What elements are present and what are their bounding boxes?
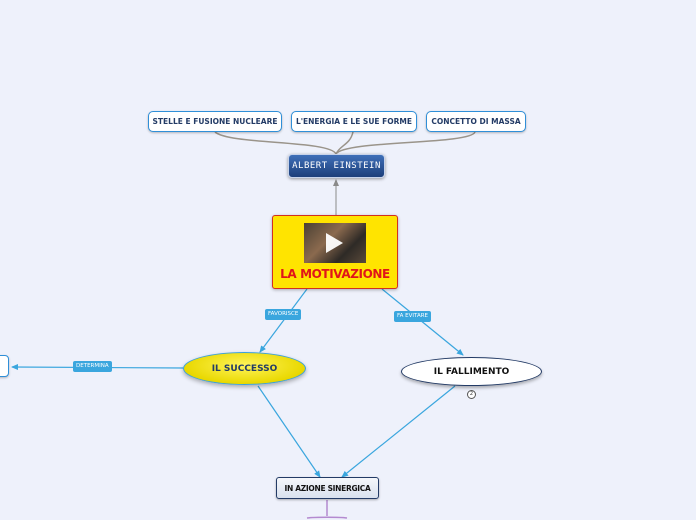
einstein-label: ALBERT EINSTEIN	[292, 161, 381, 171]
link-label-fa-evitare: FA EVITARE	[394, 311, 431, 322]
sinergica-node[interactable]: IN AZIONE SINERGICA	[276, 477, 379, 499]
success-node[interactable]: IL SUCCESSO	[183, 352, 306, 385]
connector-topic-massa	[336, 132, 475, 154]
failure-label: IL FALLIMENTO	[434, 367, 510, 377]
topic-energia-forme[interactable]: L'ENERGIA E LE SUE FORME	[291, 111, 417, 132]
video-thumbnail[interactable]	[304, 223, 366, 263]
play-icon	[326, 233, 343, 253]
connector-central-failure	[382, 289, 463, 355]
topic-label: CONCETTO DI MASSA	[431, 117, 520, 126]
connector-central-success	[260, 289, 307, 352]
central-topic[interactable]: LA MOTIVAZIONE	[272, 215, 398, 289]
sinergica-label: IN AZIONE SINERGICA	[284, 484, 370, 493]
connector-failure-sinergica	[342, 386, 455, 477]
left-offscreen-node[interactable]	[0, 355, 9, 377]
failure-count-badge[interactable]: 2	[467, 390, 476, 399]
link-label-determina: DETERMINA	[73, 361, 112, 372]
topic-label: L'ENERGIA E LE SUE FORME	[296, 117, 412, 126]
topic-concetto-massa[interactable]: CONCETTO DI MASSA	[426, 111, 526, 132]
connector-success-sinergica	[258, 386, 320, 477]
link-label-favorisce: FAVORISCE	[265, 309, 301, 320]
failure-node[interactable]: IL FALLIMENTO	[401, 357, 542, 386]
success-label: IL SUCCESSO	[212, 364, 278, 374]
connector-sinergica-below	[307, 500, 347, 518]
topic-stelle-fusione-nucleare[interactable]: STELLE E FUSIONE NUCLEARE	[148, 111, 282, 132]
connector-topic-stelle	[215, 132, 336, 154]
topic-label: STELLE E FUSIONE NUCLEARE	[153, 117, 278, 126]
einstein-node[interactable]: ALBERT EINSTEIN	[288, 154, 385, 178]
central-title: LA MOTIVAZIONE	[280, 267, 390, 281]
connector-topic-energia	[336, 132, 353, 154]
